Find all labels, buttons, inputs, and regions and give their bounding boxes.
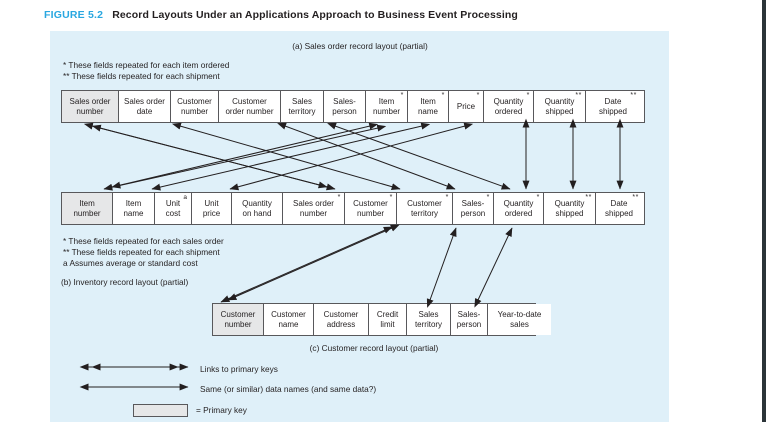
page-right-rule xyxy=(762,0,766,422)
field-footnote-marker: * xyxy=(441,92,445,99)
figure-title: Record Layouts Under an Applications App… xyxy=(112,9,518,21)
sales-order-note-1: * These fields repeated for each item or… xyxy=(63,60,230,70)
legend-label-primary-key: = Primary key xyxy=(196,405,247,415)
field-footnote-marker: ** xyxy=(632,194,639,201)
customer-caption: (c) Customer record layout (partial) xyxy=(309,343,439,353)
inventory-caption: (b) Inventory record layout (partial) xyxy=(61,277,189,287)
customer-field: Sales-person xyxy=(451,304,488,335)
sales-order-field-label: Sales-person xyxy=(332,97,357,116)
field-footnote-marker: * xyxy=(486,194,490,201)
inventory-note-3: a Assumes average or standard cost xyxy=(63,258,198,268)
field-footnote-marker: * xyxy=(526,92,530,99)
field-footnote-marker: ** xyxy=(630,92,637,99)
legend-label-links-to-primary-keys: Links to primary keys xyxy=(200,364,278,374)
inventory-note-2: ** These fields repeated for each shipme… xyxy=(63,247,220,257)
field-footnote-marker: ** xyxy=(575,92,582,99)
field-footnote-marker: * xyxy=(445,194,449,201)
field-footnote-marker: * xyxy=(389,194,393,201)
field-footnote-marker: a xyxy=(183,194,187,201)
sales-order-caption: (a) Sales order record layout (partial) xyxy=(292,41,428,51)
sales-order-note-2: ** These fields repeated for each shipme… xyxy=(63,71,220,81)
inventory-field-label: Sales-person xyxy=(460,199,486,218)
sales-order-field: Price* xyxy=(449,91,484,122)
figure-caption: FIGURE 5.2 Record Layouts Under an Applic… xyxy=(44,9,518,21)
sales-order-field-label: Price xyxy=(456,101,476,111)
figure-number: FIGURE 5.2 xyxy=(44,9,104,21)
field-footnote-marker: ** xyxy=(585,194,592,201)
field-footnote-marker: * xyxy=(536,194,540,201)
field-footnote-marker: * xyxy=(400,92,404,99)
inventory-field: Sales-person* xyxy=(453,193,494,224)
field-footnote-marker: * xyxy=(337,194,341,201)
field-footnote-marker: * xyxy=(476,92,480,99)
legend-primary-key-swatch xyxy=(133,404,188,417)
legend-label-same-data-names: Same (or similar) data names (and same d… xyxy=(200,384,377,394)
customer-field-label: Sales-person xyxy=(456,310,482,329)
inventory-note-1: * These fields repeated for each sales o… xyxy=(63,236,224,246)
sales-order-field: Sales-person xyxy=(324,91,366,122)
